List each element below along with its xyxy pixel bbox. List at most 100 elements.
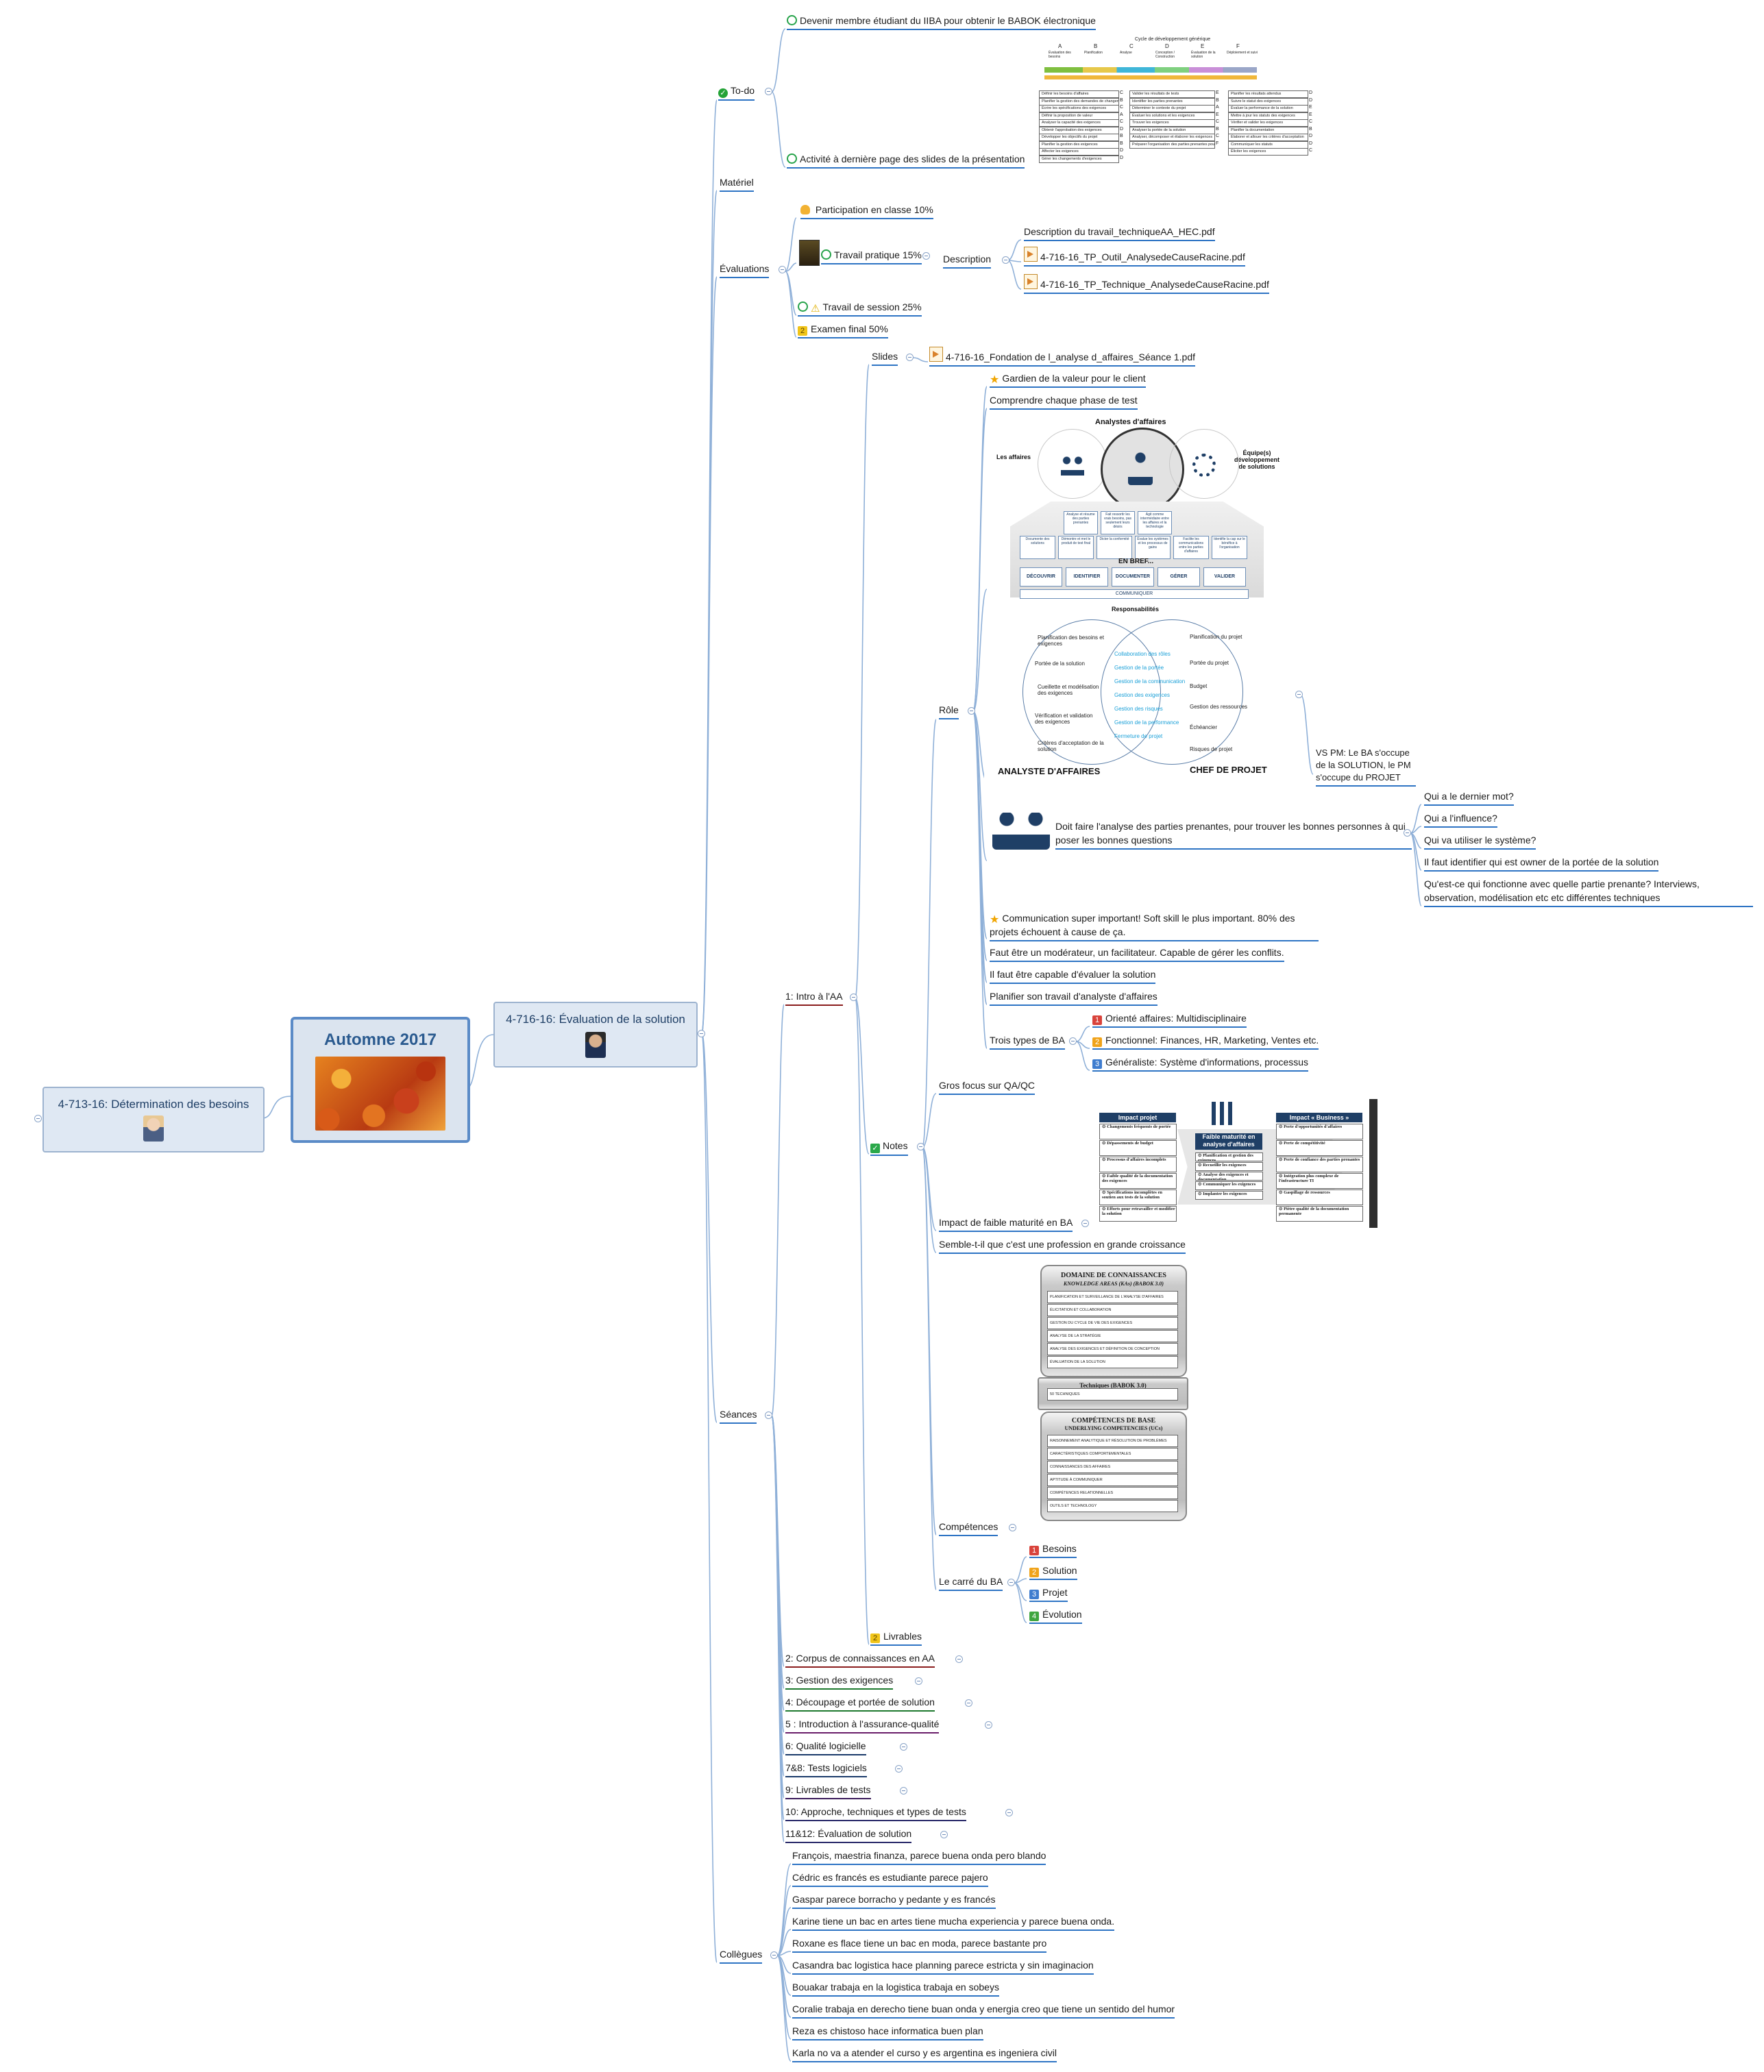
collapse-toggle[interactable]: [1295, 691, 1303, 698]
collapse-toggle[interactable]: [34, 1115, 42, 1122]
question-dernier-mot[interactable]: Qui a le dernier mot?: [1424, 789, 1514, 806]
collapse-toggle[interactable]: [895, 1765, 903, 1773]
todo-activite[interactable]: Activité à dernière page des slides de l…: [787, 152, 1025, 169]
collegue-item[interactable]: Cédric es francés es estudiante parece p…: [792, 1871, 988, 1887]
branch-materiel[interactable]: Matériel: [720, 175, 754, 192]
seance-item[interactable]: 5 : Introduction à l'assurance-qualité: [785, 1717, 940, 1734]
node-role[interactable]: Rôle: [939, 703, 959, 719]
collapse-toggle[interactable]: [698, 1030, 705, 1037]
collapse-toggle[interactable]: [955, 1655, 963, 1663]
seance-item[interactable]: 2: Corpus de connaissances en AA: [785, 1651, 935, 1668]
note-evaluer[interactable]: Il faut être capable d'évaluer la soluti…: [990, 967, 1156, 984]
file-slides-pdf[interactable]: 4-716-16_Fondation de l_analyse d_affair…: [929, 347, 1196, 367]
branch-evaluations[interactable]: Évaluations: [720, 262, 770, 278]
eval-participation[interactable]: Participation en classe 10%: [800, 203, 933, 219]
collapse-toggle[interactable]: [922, 252, 930, 260]
collegue-item[interactable]: Roxane es flace tiene un bac en moda, pa…: [792, 1936, 1047, 1953]
collapse-toggle[interactable]: [779, 266, 786, 273]
node-trois-types[interactable]: Trois types de BA: [990, 1033, 1065, 1050]
collegue-item[interactable]: Reza es chistoso hace informatica buen p…: [792, 2024, 983, 2040]
eval-session[interactable]: ⚠Travail de session 25%: [798, 300, 922, 317]
collapse-toggle[interactable]: [850, 994, 857, 1001]
gear-icon: [1192, 454, 1216, 477]
collegue-item[interactable]: Casandra bac logistica hace planning par…: [792, 1958, 1094, 1975]
collapse-toggle[interactable]: [765, 1411, 772, 1419]
node-notes[interactable]: ✓Notes: [870, 1139, 908, 1156]
collapse-toggle[interactable]: [1005, 1809, 1013, 1816]
collegue-item[interactable]: Bouakar trabaja en la logistica trabaja …: [792, 1980, 999, 1997]
note-croissance[interactable]: Semble-t-il que c'est une profession en …: [939, 1237, 1186, 1254]
collapse-toggle[interactable]: [915, 1677, 923, 1685]
collapse-toggle[interactable]: [765, 88, 772, 95]
note-gardien[interactable]: ★Gardien de la valeur pour le client: [990, 371, 1146, 388]
note-parties-prenantes[interactable]: Doit faire l'analyse des parties prenant…: [1055, 819, 1412, 850]
note-impact[interactable]: Impact de faible maturité en BA: [939, 1216, 1073, 1232]
question-utiliser[interactable]: Qui va utiliser le système?: [1424, 833, 1536, 850]
todo-iiba[interactable]: Devenir membre étudiant du IIBA pour obt…: [787, 14, 1096, 30]
note-planifier[interactable]: Planifier son travail d'analyste d'affai…: [990, 989, 1157, 1006]
collegue-item[interactable]: Coralie trabaja en derecho tiene buan on…: [792, 2002, 1175, 2019]
collapse-toggle[interactable]: [900, 1787, 908, 1795]
branch-seances[interactable]: Séances: [720, 1407, 757, 1424]
collapse-toggle[interactable]: [1002, 256, 1009, 264]
collegue-item[interactable]: Karine tiene un bac en artes tiene mucha…: [792, 1914, 1115, 1931]
collegue-item[interactable]: Gaspar parece borracho y pedante y es fr…: [792, 1892, 996, 1909]
collapse-toggle[interactable]: [968, 707, 975, 715]
note-communication[interactable]: ★Communication super important! Soft ski…: [990, 911, 1319, 941]
clock-icon: [821, 249, 831, 260]
table-code: F: [1216, 140, 1219, 146]
collapse-toggle[interactable]: [985, 1721, 993, 1729]
question-influence[interactable]: Qui a l'influence?: [1424, 811, 1497, 828]
seance-item[interactable]: 11&12: Évaluation de solution: [785, 1827, 912, 1843]
collegue-item[interactable]: Karla no va a atender el curso y es arge…: [792, 2046, 1057, 2062]
seance-item[interactable]: 6: Qualité logicielle: [785, 1739, 866, 1755]
node-competences[interactable]: Compétences: [939, 1520, 999, 1536]
collapse-toggle[interactable]: [1404, 829, 1411, 837]
eval-travail-pratique[interactable]: Travail pratique 15%: [821, 248, 922, 264]
note-vs-pm[interactable]: VS PM: Le BA s'occupe de la SOLUTION, le…: [1316, 747, 1416, 787]
collapse-toggle[interactable]: [1081, 1220, 1089, 1227]
seance-item[interactable]: 7&8: Tests logiciels: [785, 1761, 867, 1777]
collapse-toggle[interactable]: [1007, 1579, 1015, 1586]
topic-evaluation-solution[interactable]: 4-716-16: Évaluation de la solution: [493, 1002, 698, 1068]
collapse-toggle[interactable]: [770, 1951, 778, 1959]
collapse-toggle[interactable]: [906, 354, 914, 361]
seance-item[interactable]: 4: Découpage et portée de solution: [785, 1695, 935, 1712]
collapse-toggle[interactable]: [1009, 1524, 1016, 1531]
node-carre[interactable]: Le carré du BA: [939, 1575, 1003, 1591]
node-slides[interactable]: Slides: [872, 349, 898, 366]
collapse-toggle[interactable]: [1069, 1037, 1077, 1045]
collapse-toggle[interactable]: [940, 1831, 948, 1838]
seance-item[interactable]: 10: Approche, techniques et types de tes…: [785, 1805, 966, 1821]
file-technique-pdf[interactable]: 4-716-16_TP_Technique_AnalysedeCauseRaci…: [1024, 274, 1269, 294]
collegue-item[interactable]: François, maestria finanza, parece buena…: [792, 1849, 1046, 1865]
topic-determination-besoins[interactable]: 4-713-16: Détermination des besoins: [42, 1087, 265, 1152]
file-description-pdf[interactable]: Description du travail_techniqueAA_HEC.p…: [1024, 225, 1215, 241]
collapse-toggle[interactable]: [965, 1699, 973, 1707]
collapse-toggle[interactable]: [900, 1743, 908, 1751]
eval-description[interactable]: Description: [943, 252, 992, 269]
question-techniques[interactable]: Qu'est-ce qui fonctionne avec quelle par…: [1424, 877, 1753, 907]
question-owner[interactable]: Il faut identifier qui est owner de la p…: [1424, 855, 1659, 872]
branch-todo[interactable]: ✓To-do: [718, 84, 755, 101]
root-topic[interactable]: Automne 2017: [291, 1017, 470, 1143]
connector: [1410, 804, 1422, 834]
branch-collegues[interactable]: Collègues: [720, 1947, 763, 1964]
note-comprendre[interactable]: Comprendre chaque phase de test: [990, 393, 1138, 410]
seance-item[interactable]: 3: Gestion des exigences: [785, 1673, 894, 1690]
collapse-toggle[interactable]: [917, 1143, 924, 1150]
note-gros-focus[interactable]: Gros focus sur QA/QC: [939, 1078, 1036, 1095]
seance-intro[interactable]: 1: Intro à l'AA: [785, 989, 843, 1006]
note-moderateur[interactable]: Faut être un modérateur, un facilitateur…: [990, 946, 1284, 962]
seance-item[interactable]: 9: Livrables de tests: [785, 1783, 871, 1799]
file-outil-pdf[interactable]: 4-716-16_TP_Outil_AnalysedeCauseRacine.p…: [1024, 247, 1245, 267]
